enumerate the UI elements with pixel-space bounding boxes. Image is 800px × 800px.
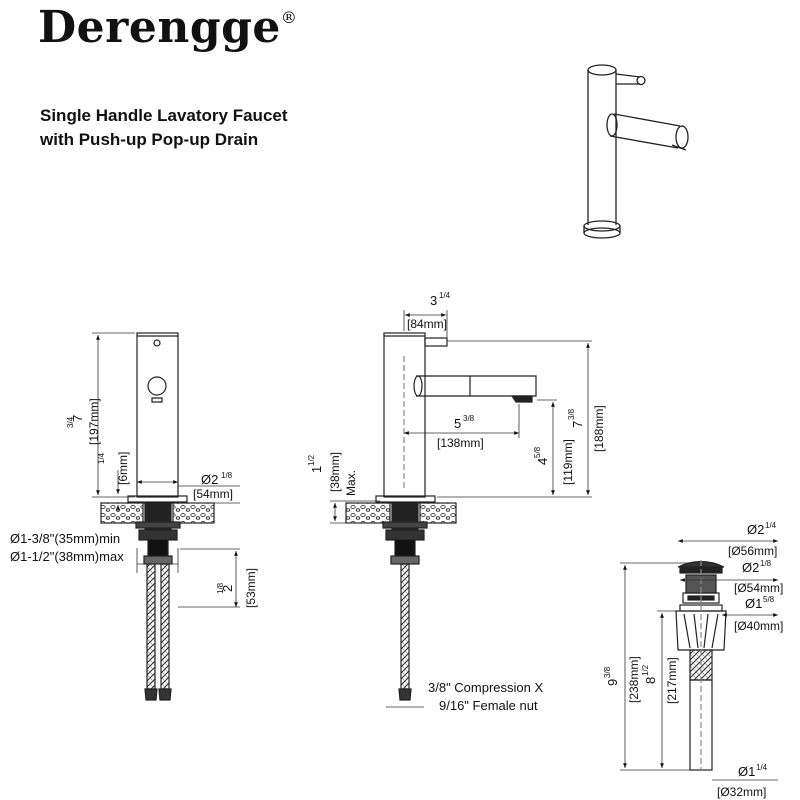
front-view-labels: 7 3/4 [197mm] 1/4 [6mm] Ø2 1/8 [54mm] Ø1… [10, 398, 258, 608]
side-deck-frac: 1/2 [307, 454, 316, 466]
front-shank-frac: 1/8 [216, 582, 225, 594]
drain-tail-dia-mm: [Ø32mm] [717, 785, 766, 799]
faucet-perspective-illustration [583, 64, 689, 239]
brand-logo: Derengge® [38, 2, 297, 53]
side-spout-height-frac: 5/8 [533, 446, 542, 458]
side-total-height-mm: [188mm] [592, 405, 606, 452]
drain-cap-dia-mm: [Ø56mm] [728, 544, 777, 558]
drain-body-dia-in: Ø1 [745, 596, 762, 611]
title-line-1: Single Handle Lavatory Faucet [40, 106, 288, 125]
product-title: Single Handle Lavatory Faucet with Push-… [40, 104, 288, 152]
drain-tail-len-in: 8 [643, 677, 658, 684]
drain-tail-dia-in: Ø1 [738, 764, 755, 779]
title-line-2: with Push-up Pop-up Drain [40, 130, 259, 149]
front-shank-mm: [53mm] [244, 568, 258, 608]
side-view-labels: 3 1/4 [84mm] 5 3/8 [138mm] 4 5/8 [119mm]… [307, 291, 606, 713]
front-diameter-mm: [54mm] [193, 487, 233, 501]
front-height-mm: [197mm] [87, 398, 101, 445]
drain-flange-dia-mm: [Ø54mm] [734, 581, 783, 595]
drain-tail-dia-frac: 1/4 [756, 763, 768, 772]
side-total-height-in: 7 [570, 421, 585, 428]
drain-total-len-in: 9 [605, 679, 620, 686]
drain-body-dia-frac: 5/8 [763, 595, 775, 604]
front-base-mm: [6mm] [116, 452, 130, 485]
drain-body-dia-mm: [Ø40mm] [734, 619, 783, 633]
side-deck-note: Max. [344, 470, 358, 496]
connection-line-2: 9/16" Female nut [439, 698, 538, 713]
side-deck-mm: [38mm] [328, 452, 342, 492]
drain-total-len-frac: 3/8 [603, 666, 612, 678]
side-handle-frac: 1/4 [439, 291, 451, 300]
front-view-drawing [100, 332, 215, 701]
drain-drawing [675, 560, 727, 771]
side-view-drawing [345, 332, 537, 701]
connection-line-1: 3/8" Compression X [428, 680, 543, 695]
front-height-in: 7 [70, 415, 85, 422]
front-diameter-in: Ø2 [201, 472, 218, 487]
front-base-frac: 1/4 [97, 452, 106, 464]
side-reach-frac: 3/8 [463, 414, 475, 423]
front-diameter-frac: 1/8 [221, 471, 233, 480]
side-view-dimensions [330, 310, 592, 708]
front-hole-min: Ø1-3/8"(35mm)min [10, 531, 120, 546]
side-reach-mm: [138mm] [437, 436, 484, 450]
side-total-height-frac: 3/8 [567, 408, 576, 420]
side-handle-mm: [84mm] [407, 317, 447, 331]
side-spout-height-mm: [119mm] [561, 439, 575, 485]
front-hole-max: Ø1-1/2"(38mm)max [10, 549, 124, 564]
drain-tail-len-mm: [217mm] [665, 657, 679, 704]
front-height-frac: 3/4 [66, 416, 75, 428]
registered-mark: ® [280, 8, 298, 27]
drain-flange-dia-frac: 1/8 [760, 559, 772, 568]
drain-dimensions [620, 539, 778, 781]
drain-tail-len-frac: 1/2 [641, 664, 650, 676]
front-view-dimensions [92, 332, 240, 608]
side-handle-in: 3 [430, 293, 437, 308]
drain-cap-dia-in: Ø2 [747, 522, 764, 537]
drain-flange-dia-in: Ø2 [742, 560, 759, 575]
side-reach-in: 5 [454, 416, 461, 431]
drain-labels: Ø2 1/4 [Ø56mm] Ø2 1/8 [Ø54mm] Ø1 5/8 [Ø4… [603, 521, 783, 799]
drain-cap-dia-frac: 1/4 [765, 521, 777, 530]
side-deck-in: 1 [309, 466, 324, 473]
drain-total-len-mm: [238mm] [627, 656, 641, 703]
brand-name: Derengge [38, 2, 281, 53]
side-spout-height-in: 4 [535, 458, 550, 465]
front-shank-in: 2 [220, 585, 235, 592]
